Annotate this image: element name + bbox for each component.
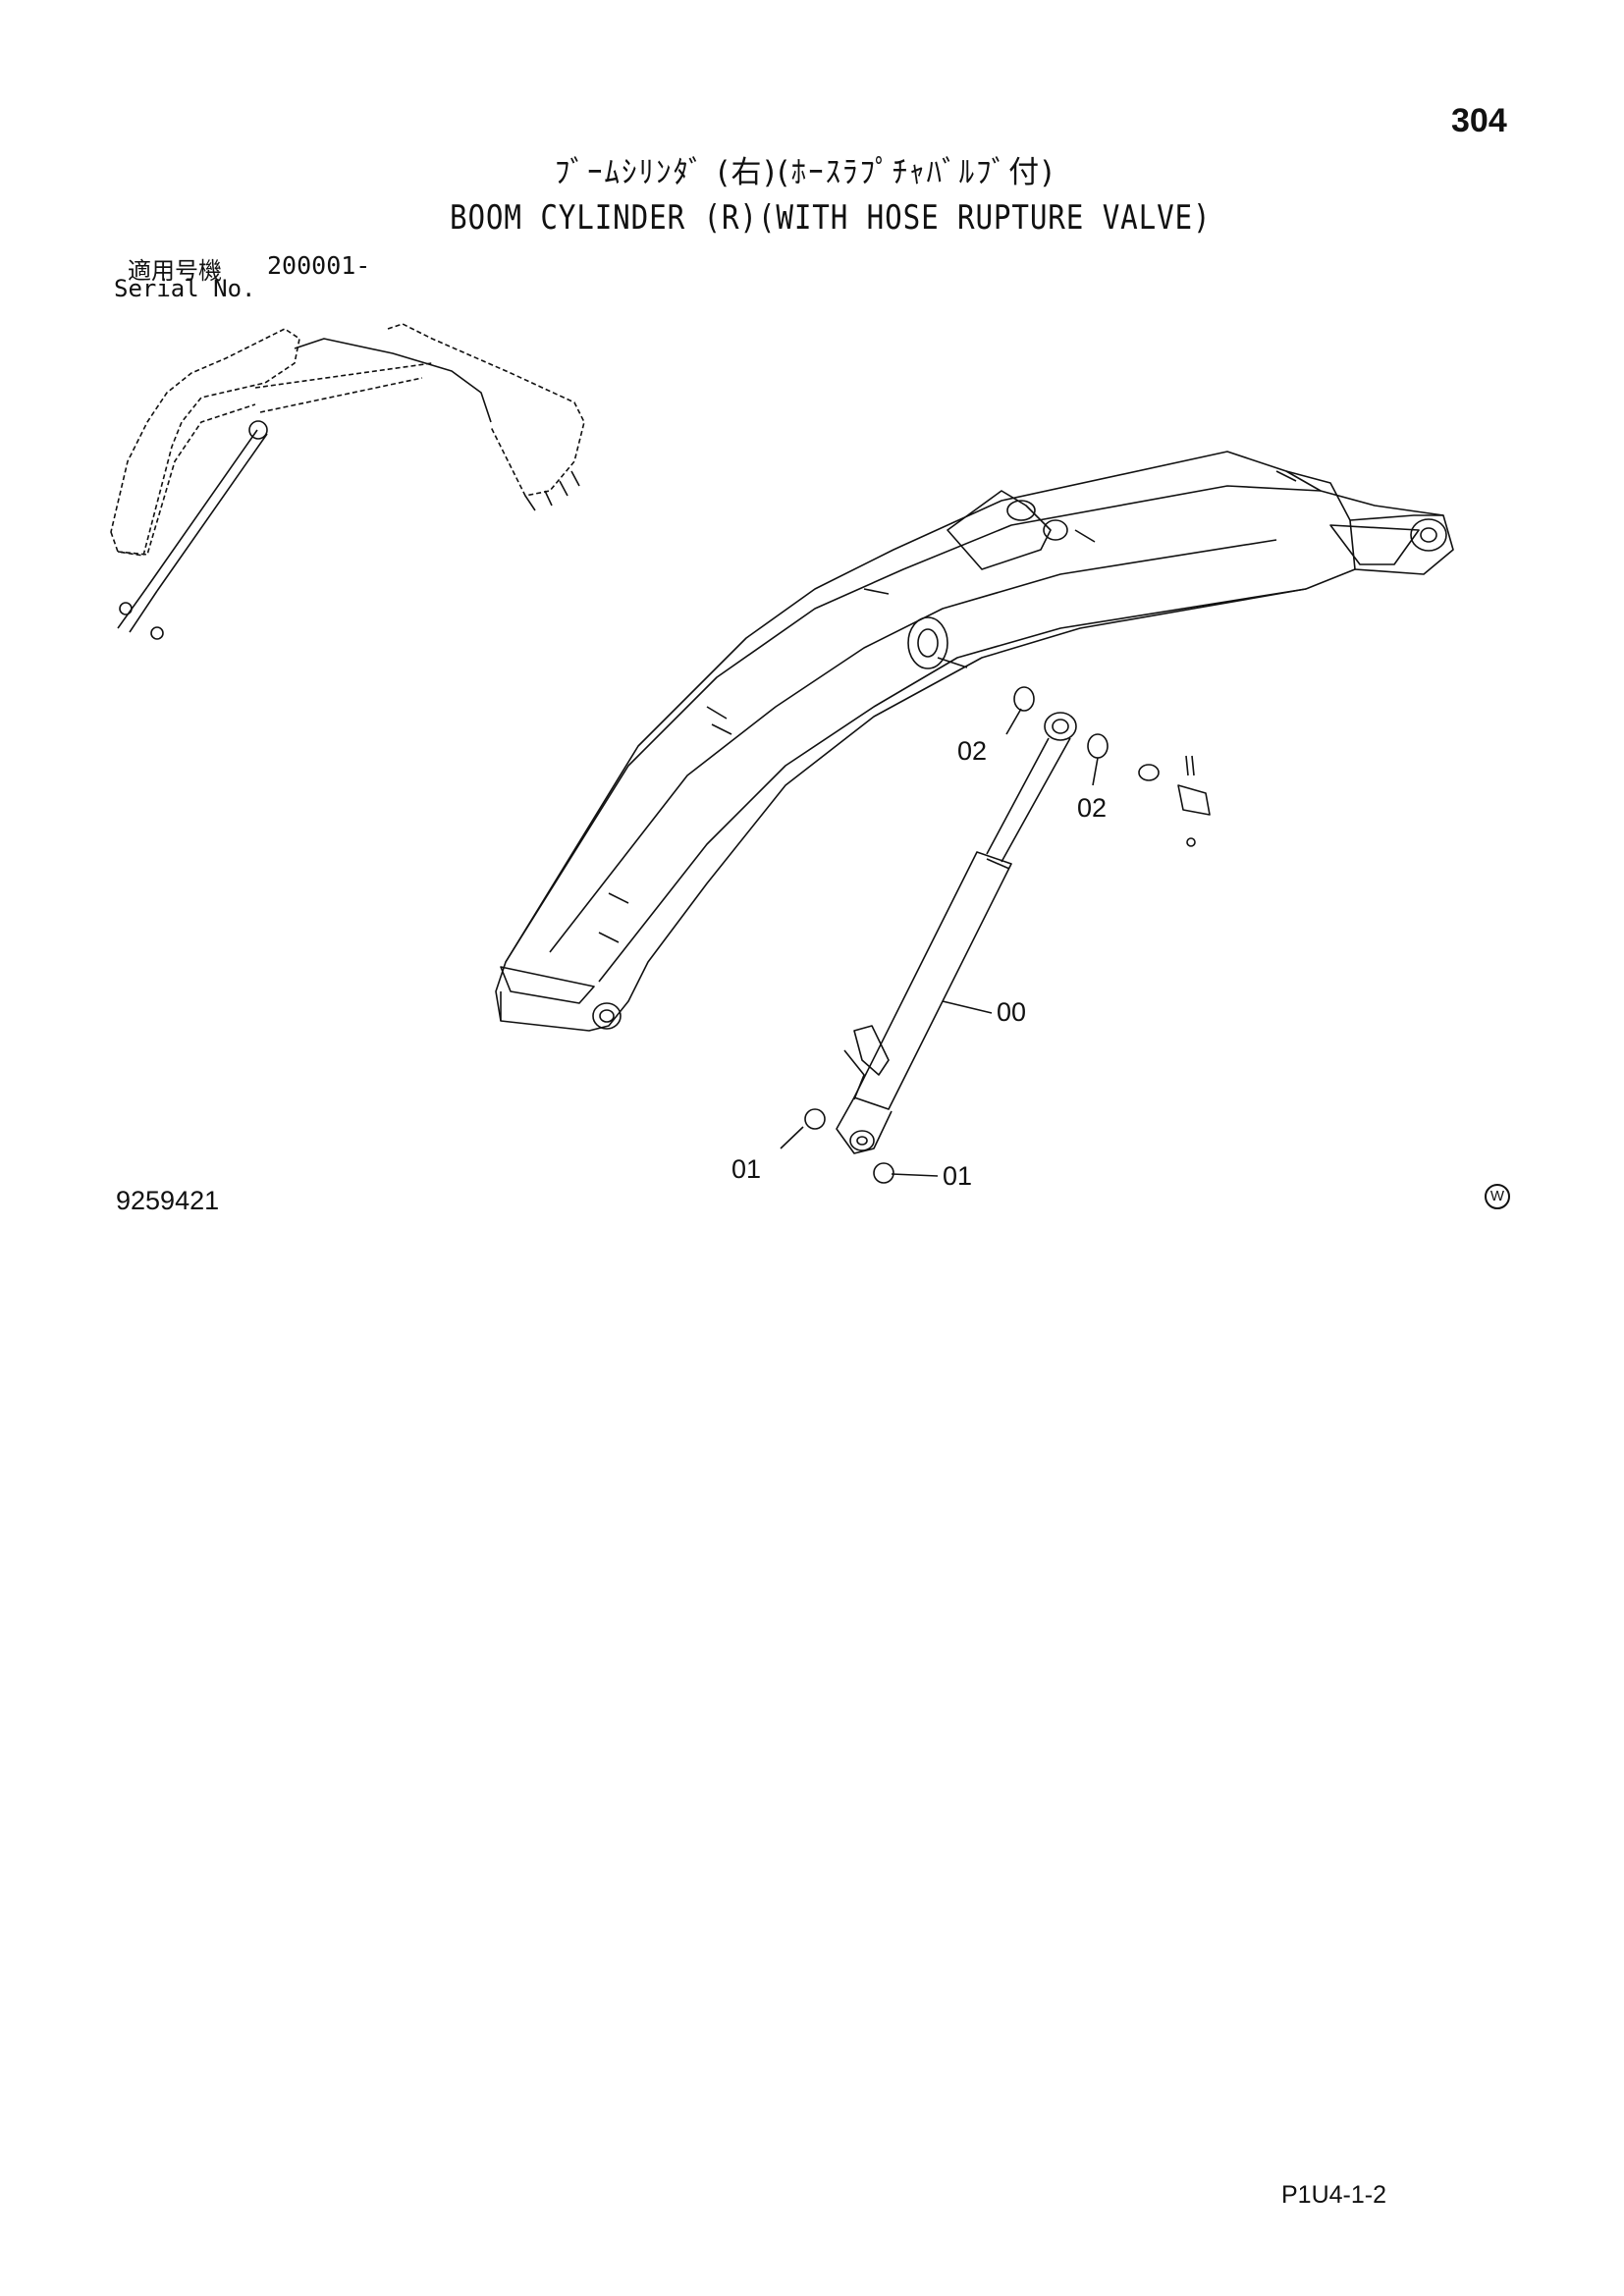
callout-bushing-upper-left: 02 (957, 736, 988, 766)
page-title-japanese: ﾌﾞｰﾑｼﾘﾝﾀﾞ (右)(ﾎｰｽﾗﾌﾟﾁｬﾊﾞﾙﾌﾞ付) (555, 155, 1056, 190)
page-number: 304 (1451, 102, 1507, 139)
serial-range: 200001- (267, 251, 371, 280)
page-title-english: BOOM CYLINDER (R)(WITH HOSE RUPTURE VALV… (450, 198, 1212, 238)
callout-bushing-lower-left: 01 (731, 1154, 762, 1184)
w-mark: W (1485, 1184, 1510, 1209)
overview-front-attachment-illustration (111, 324, 584, 639)
sheet-code: P1U4-1-2 (1281, 2181, 1386, 2209)
serial-label-japanese: 適用号機 (128, 257, 222, 285)
boom-cylinder-illustration (837, 713, 1076, 1153)
bushings-and-pin-illustration (805, 687, 1210, 1183)
serial-label-english: Serial No. (114, 275, 256, 302)
callout-bushing-lower-right: 01 (943, 1161, 973, 1191)
callout-leader-lines (781, 709, 1098, 1176)
callout-bushing-upper-right: 02 (1077, 793, 1108, 823)
callout-cylinder: 00 (997, 997, 1027, 1027)
drawing-number: 9259421 (116, 1186, 220, 1215)
boom-illustration (496, 452, 1453, 1031)
